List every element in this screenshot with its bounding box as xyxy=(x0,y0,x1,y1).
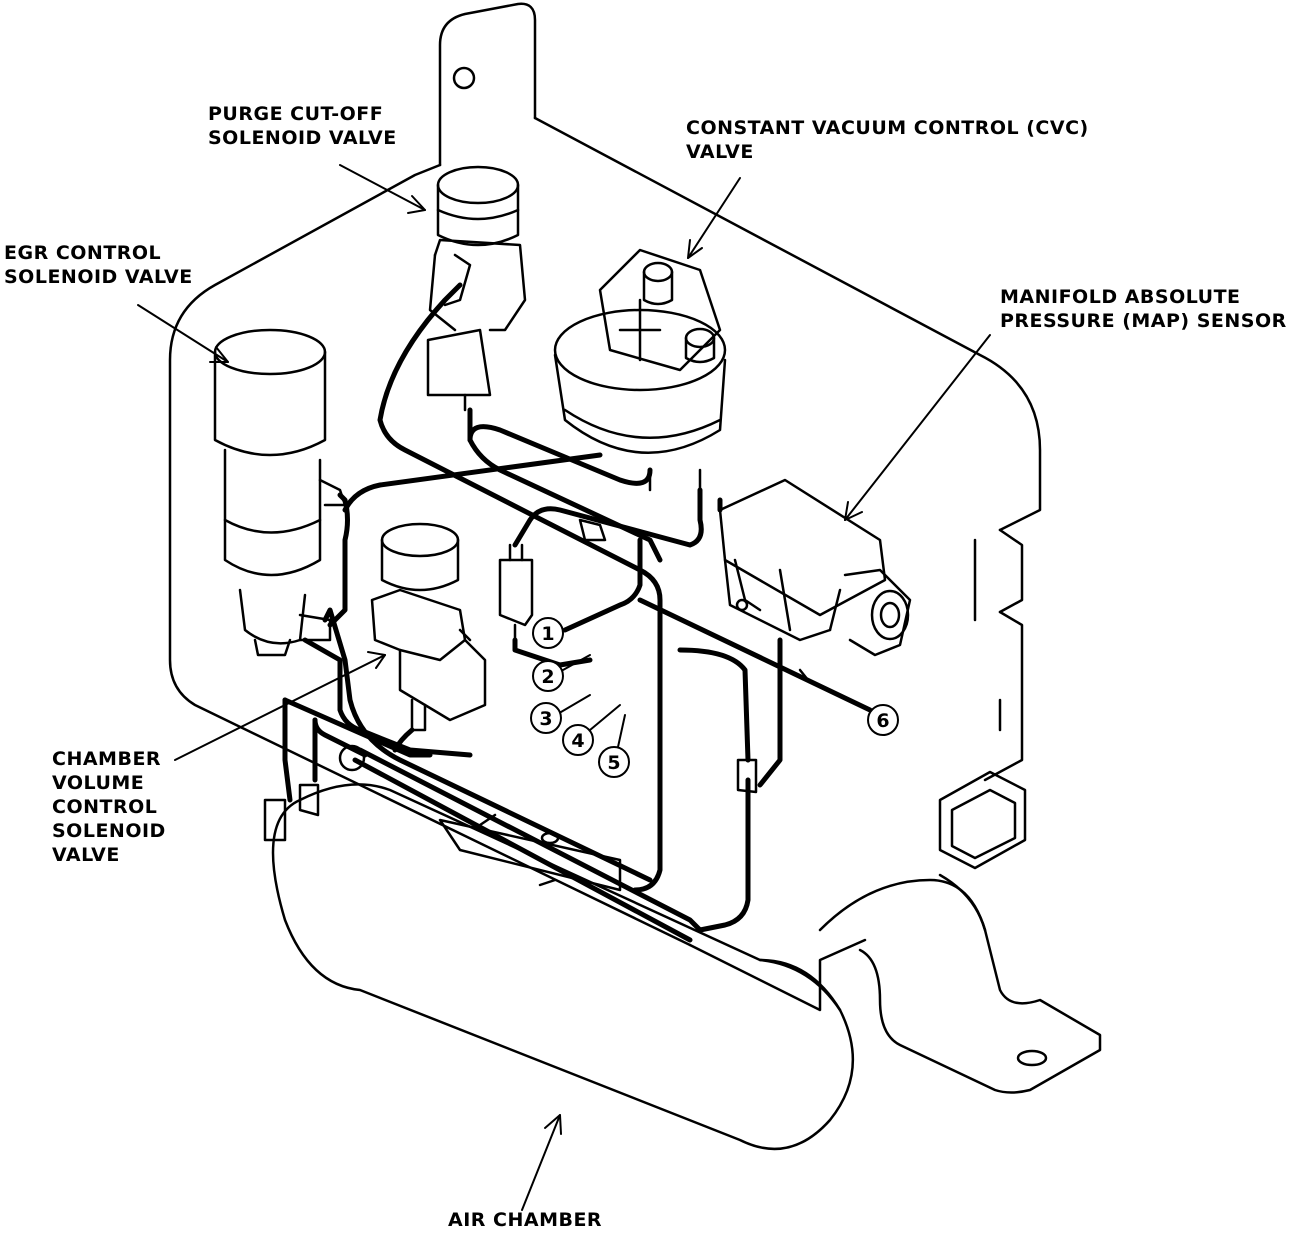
map-sensor-label-line-2: PRESSURE (MAP) SENSOR xyxy=(1000,310,1287,332)
air-chamber-label: AIR CHAMBER xyxy=(448,1209,603,1231)
leader-lines xyxy=(137,164,991,1211)
egr-solenoid-label-line-2: SOLENOID VALVE xyxy=(4,266,193,288)
port-number-1: 1 xyxy=(541,623,554,645)
purge-cutoff-label: PURGE CUT-OFF SOLENOID VALVE xyxy=(208,102,397,150)
chamber-volume-label-line-1: CHAMBER xyxy=(52,748,162,770)
port-number-6: 6 xyxy=(876,710,889,732)
strap-bracket xyxy=(818,873,1102,1094)
port-markers: 1 2 3 4 5 6 xyxy=(530,611,899,778)
mounting-bracket xyxy=(168,2,1042,1012)
port-marker-4: 4 xyxy=(562,704,621,756)
vacuum-hoses xyxy=(282,282,873,943)
hose-fittings xyxy=(263,518,810,842)
purge-cutoff-label-line-1: PURGE CUT-OFF xyxy=(208,103,384,125)
port-marker-5: 5 xyxy=(598,714,630,778)
cvc-valve xyxy=(553,248,727,502)
air-chamber-tank xyxy=(271,783,855,1151)
port-number-3: 3 xyxy=(539,708,552,730)
map-sensor-label-line-1: MANIFOLD ABSOLUTE xyxy=(1000,286,1241,308)
port-number-5: 5 xyxy=(607,752,620,774)
egr-solenoid xyxy=(213,328,347,657)
map-sensor-label: MANIFOLD ABSOLUTE PRESSURE (MAP) SENSOR xyxy=(1000,285,1287,333)
port-marker-2: 2 xyxy=(532,654,591,692)
purge-cutoff-label-line-2: SOLENOID VALVE xyxy=(208,127,397,149)
port-marker-6: 6 xyxy=(867,704,899,736)
chamber-volume-label-line-4: SOLENOID xyxy=(52,820,166,842)
cvc-valve-label-line-1: CONSTANT VACUUM CONTROL (CVC) xyxy=(686,117,1089,139)
cvc-valve-label: CONSTANT VACUUM CONTROL (CVC) VALVE xyxy=(686,116,1089,164)
port-marker-3: 3 xyxy=(530,694,591,734)
chamber-volume-label-line-3: CONTROL xyxy=(52,796,158,818)
map-sensor xyxy=(718,478,912,657)
egr-solenoid-label-line-1: EGR CONTROL xyxy=(4,242,162,264)
chamber-volume-label-line-5: VALVE xyxy=(52,844,120,866)
connector-box xyxy=(938,770,1027,870)
port-marker-1: 1 xyxy=(532,611,609,649)
egr-solenoid-label: EGR CONTROL SOLENOID VALVE xyxy=(4,241,193,289)
port-number-2: 2 xyxy=(541,666,554,688)
chamber-volume-label-line-2: VOLUME xyxy=(52,772,145,794)
chamber-volume-solenoid xyxy=(370,522,487,732)
inline-filter xyxy=(498,543,534,642)
purge-cutoff-solenoid xyxy=(426,165,527,412)
chamber-volume-label: CHAMBER VOLUME CONTROL SOLENOID VALVE xyxy=(52,747,166,867)
port-number-4: 4 xyxy=(571,730,584,752)
cvc-valve-label-line-2: VALVE xyxy=(686,141,754,163)
